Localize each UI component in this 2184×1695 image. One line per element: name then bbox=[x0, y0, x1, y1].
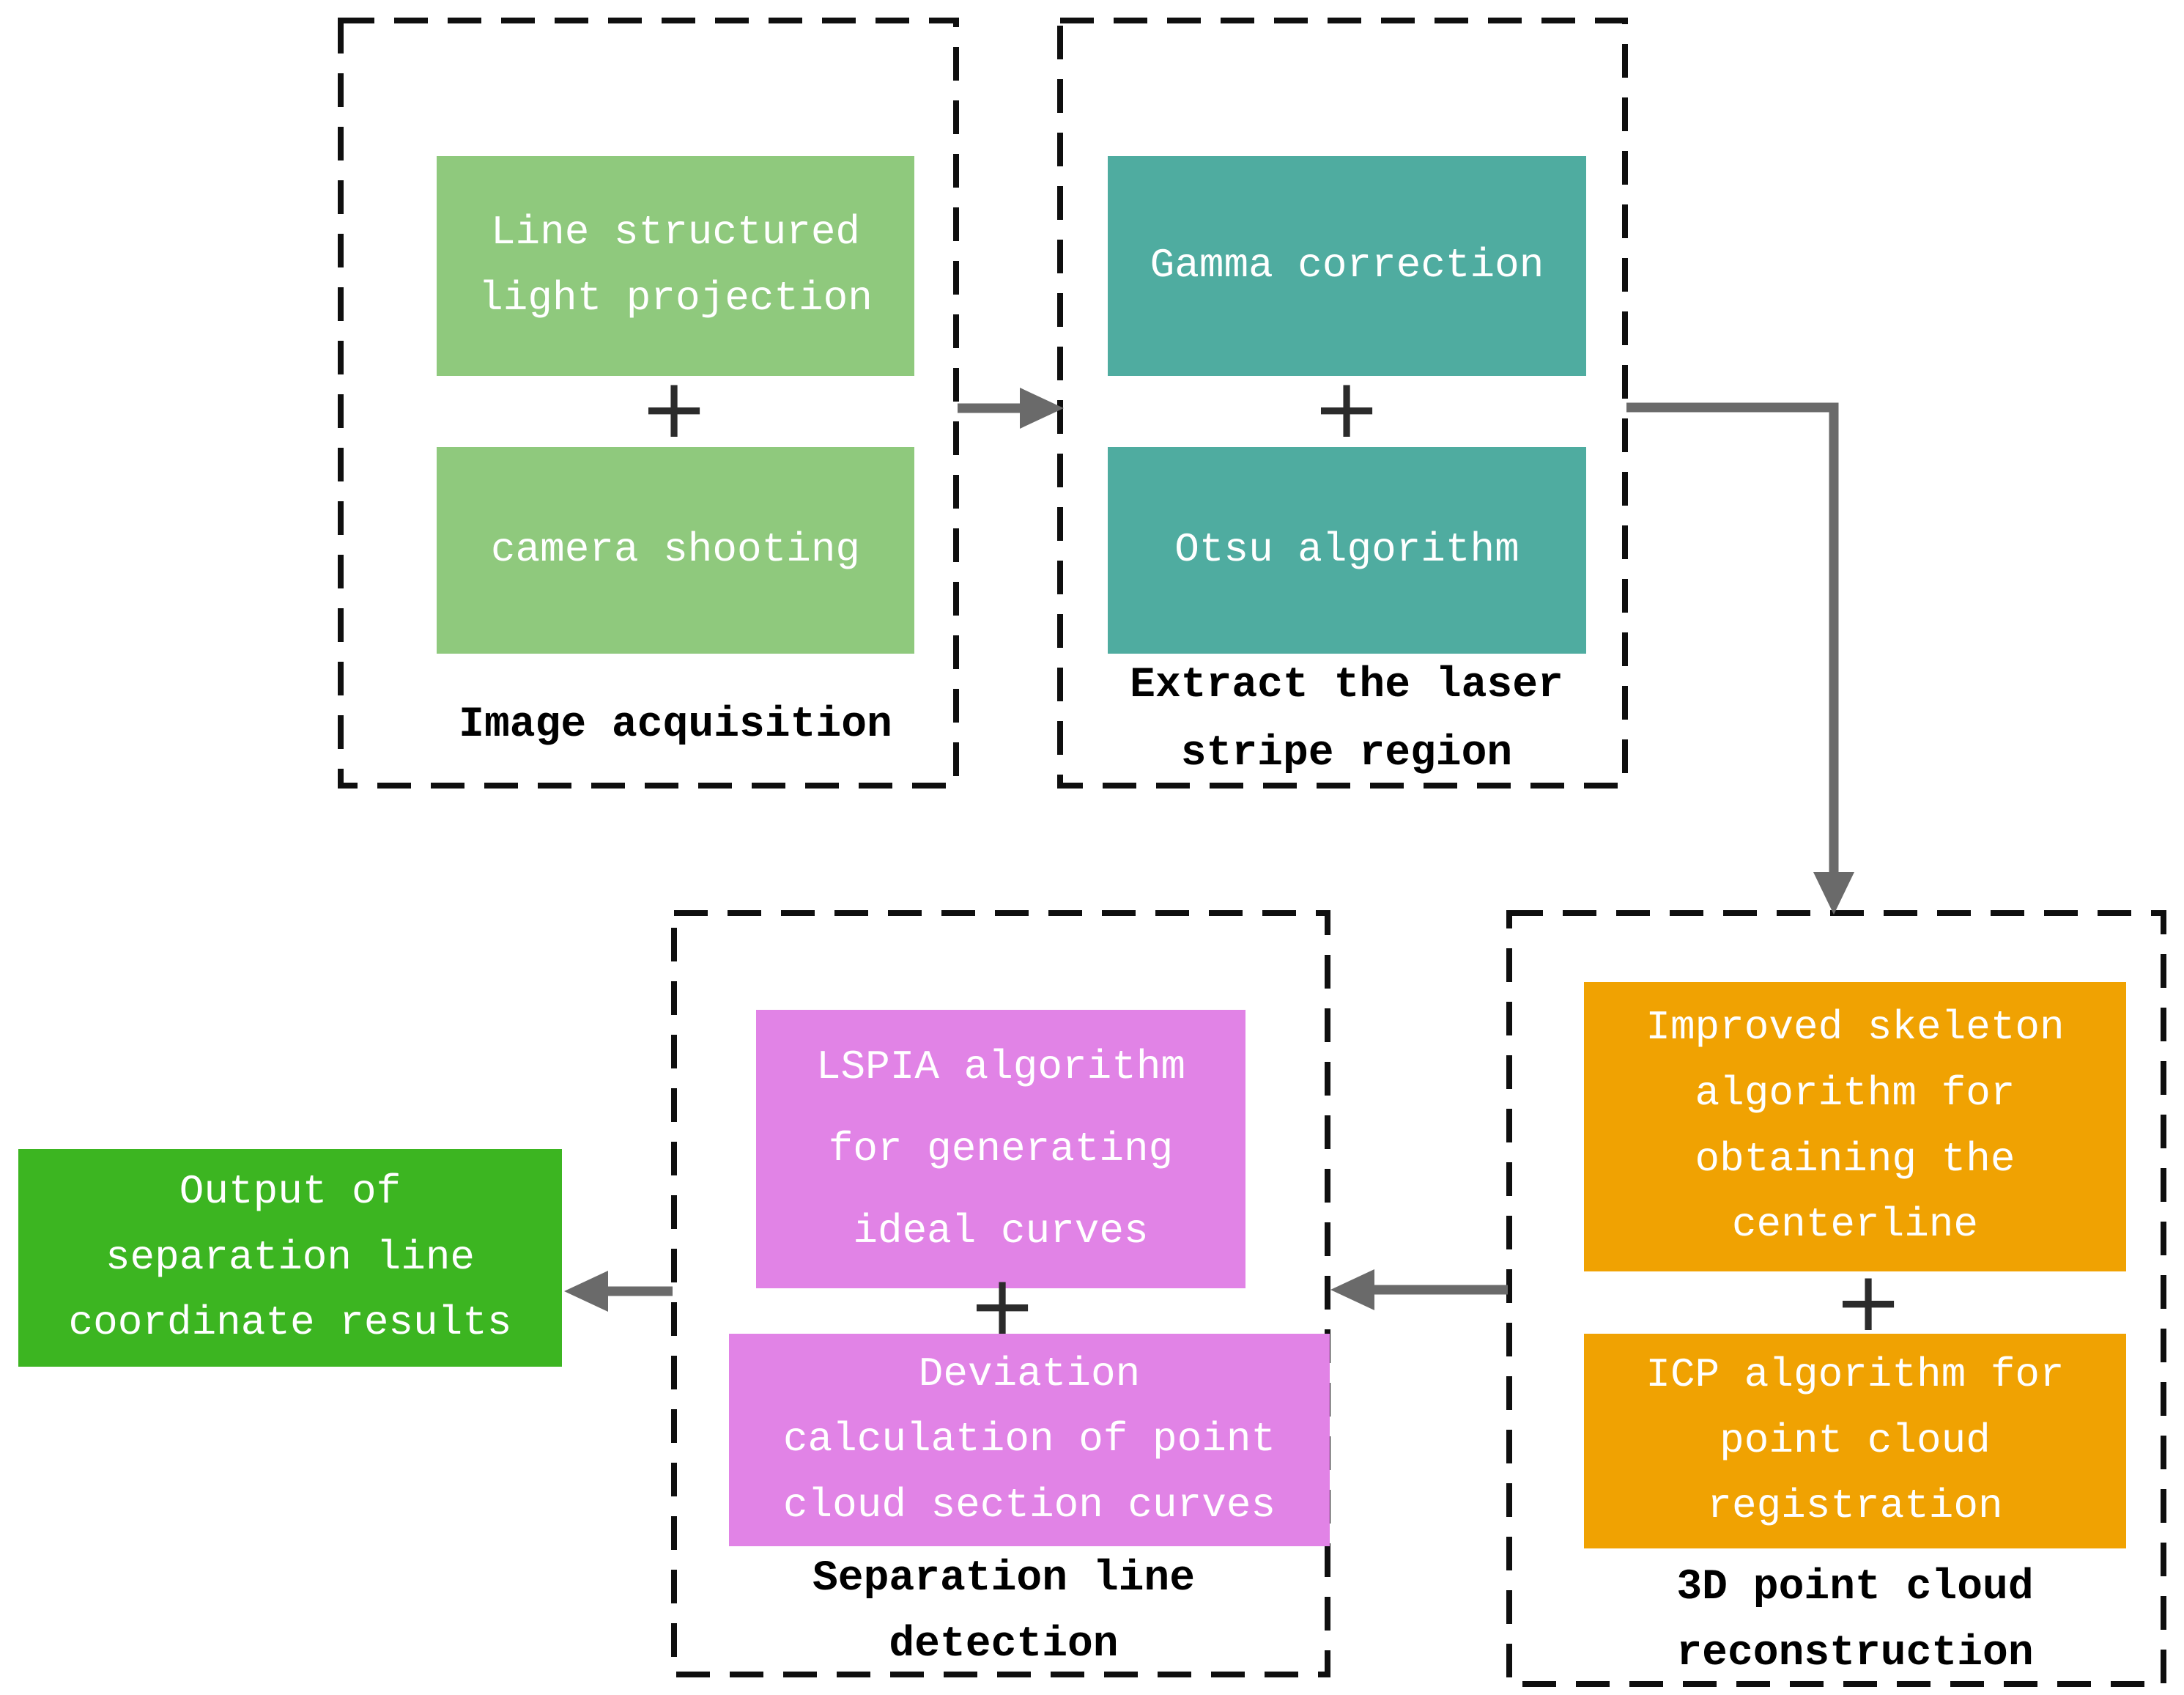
plus-icon: + bbox=[640, 361, 708, 457]
group-label-extract-laser-stripe: Extract the laser stripe region bbox=[1130, 662, 1563, 778]
box-label: camera shooting bbox=[490, 526, 861, 574]
box-label: ICP algorithm for point cloud registrati… bbox=[1646, 1351, 2065, 1530]
box-output-separation-line-coordinates: Output of separation line coordinate res… bbox=[18, 1149, 562, 1367]
arrow-head-left-icon bbox=[564, 1271, 608, 1312]
group-border-image-acquisition bbox=[338, 18, 959, 789]
box-lspia-algorithm: LSPIA algorithm for generating ideal cur… bbox=[756, 1010, 1245, 1288]
box-improved-skeleton-algorithm: Improved skeleton algorithm for obtainin… bbox=[1584, 982, 2126, 1271]
arrow-head-right-icon bbox=[1020, 388, 1064, 429]
box-otsu-algorithm: Otsu algorithm bbox=[1108, 447, 1586, 654]
box-line-structured-light-projection: Line structured light projection bbox=[437, 156, 914, 376]
box-label: LSPIA algorithm for generating ideal cur… bbox=[815, 1044, 1186, 1255]
arrow-head-left-icon bbox=[1330, 1269, 1374, 1310]
group-border-separation-line-detection bbox=[671, 910, 1330, 1677]
box-gamma-correction: Gamma correction bbox=[1108, 156, 1586, 376]
box-label: Gamma correction bbox=[1150, 242, 1544, 289]
plus-icon: + bbox=[1312, 361, 1381, 457]
box-label: Otsu algorithm bbox=[1174, 526, 1519, 574]
box-label: Deviation calculation of point cloud sec… bbox=[782, 1350, 1276, 1529]
group-label-separation-line-detection: Separation line detection bbox=[812, 1555, 1196, 1669]
box-label: Line structured light projection bbox=[478, 209, 873, 322]
arrow-extract-to-reconstruction bbox=[1626, 402, 1839, 876]
group-border-3d-point-cloud bbox=[1506, 910, 2166, 1687]
group-label-3d-point-cloud: 3D point cloud reconstruction bbox=[1676, 1564, 2034, 1677]
box-label: Improved skeleton algorithm for obtainin… bbox=[1646, 1004, 2065, 1249]
group-border-extract-laser-stripe bbox=[1057, 18, 1628, 789]
arrow-head-down-icon bbox=[1813, 872, 1854, 915]
group-label-image-acquisition: Image acquisition bbox=[459, 701, 892, 749]
box-label: Output of separation line coordinate res… bbox=[68, 1168, 512, 1347]
plus-icon: + bbox=[1834, 1255, 1903, 1350]
box-camera-shooting: camera shooting bbox=[437, 447, 914, 654]
box-icp-algorithm: ICP algorithm for point cloud registrati… bbox=[1584, 1334, 2126, 1548]
box-deviation-calculation: Deviation calculation of point cloud sec… bbox=[729, 1334, 1330, 1546]
